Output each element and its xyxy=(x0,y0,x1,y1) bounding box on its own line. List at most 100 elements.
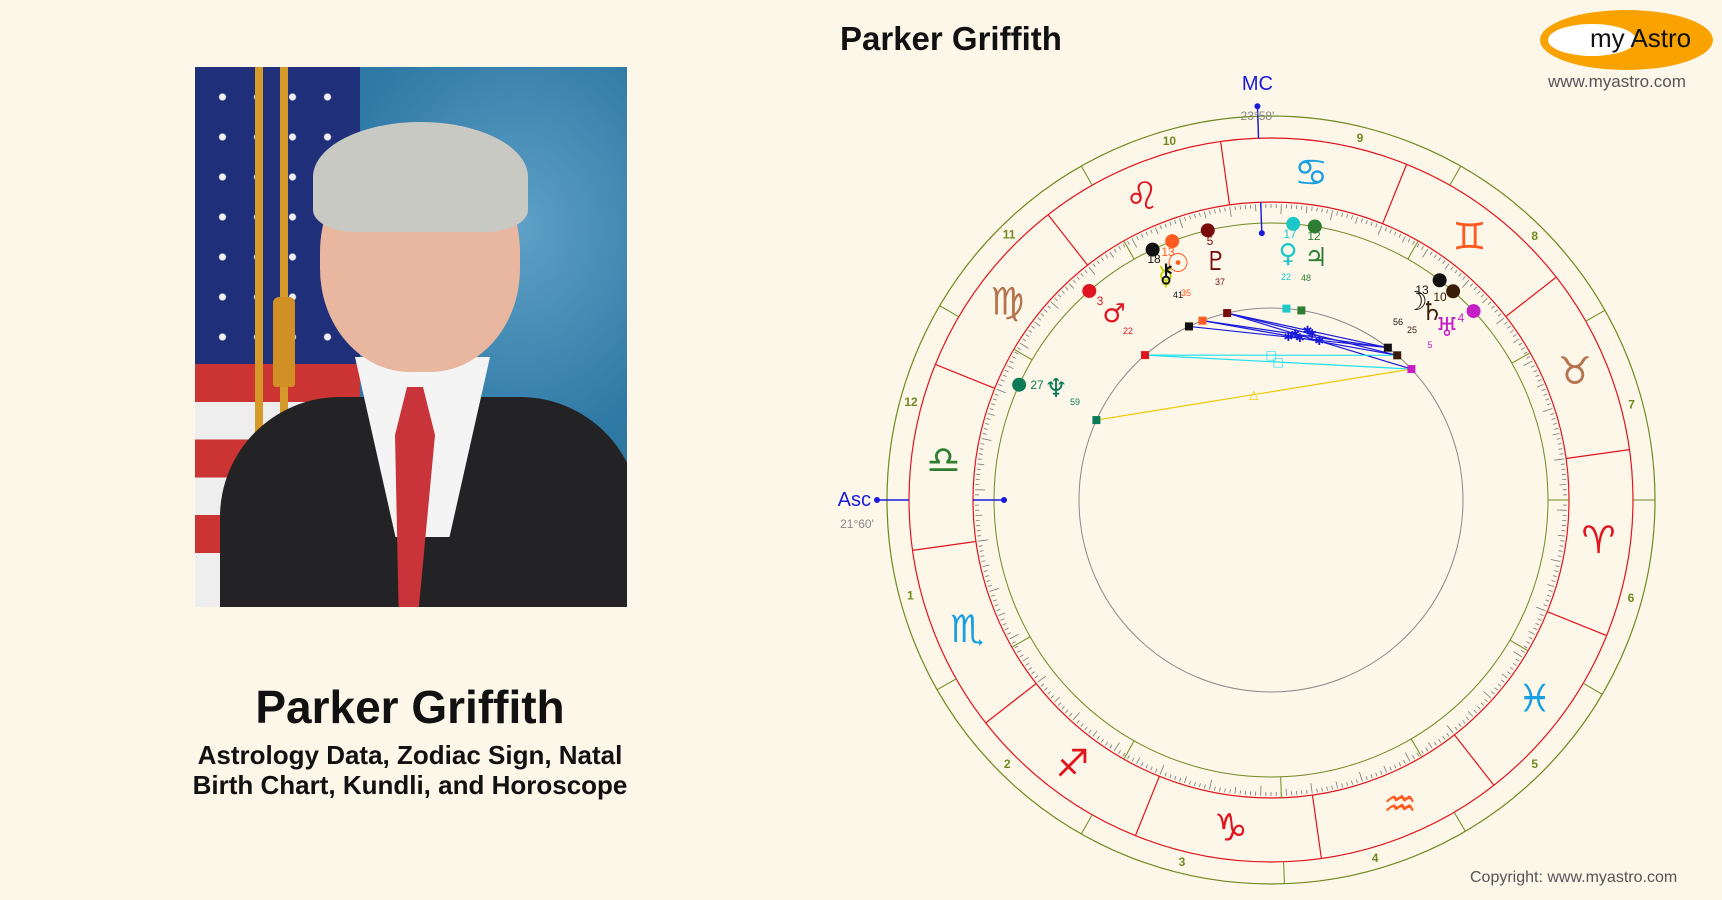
degree-tick xyxy=(998,383,1003,387)
house-cusp-inner xyxy=(1509,639,1529,652)
degree-tick xyxy=(1076,720,1080,724)
degree-tick xyxy=(1011,641,1016,644)
degree-tick xyxy=(1169,221,1172,226)
neptune-marker xyxy=(1012,377,1027,392)
venus-marker xyxy=(1286,216,1301,231)
sign-boundary xyxy=(1566,449,1630,460)
degree-tick xyxy=(1164,772,1167,777)
house-number: 4 xyxy=(1372,851,1379,865)
degree-tick xyxy=(1145,231,1148,236)
saturn-icon: ♄ xyxy=(1420,297,1443,327)
zodiac-libra-icon: ♎ xyxy=(926,438,960,482)
sign-boundary xyxy=(1047,214,1089,266)
pluto-minutes: 37 xyxy=(1215,277,1225,287)
zodiac-capricorn-icon: ♑ xyxy=(1214,806,1248,850)
aspect-sextile-icon: ✱ xyxy=(1283,330,1293,344)
degree-tick xyxy=(1100,257,1104,262)
degree-tick xyxy=(980,555,985,557)
degree-tick xyxy=(1543,604,1548,607)
degree-tick xyxy=(1311,206,1313,211)
mc-axis-line xyxy=(1256,106,1260,139)
degree-tick xyxy=(1164,223,1167,228)
degree-tick xyxy=(1370,221,1373,226)
chiron-degree: 18 xyxy=(1147,252,1161,266)
degree-tick xyxy=(984,423,990,425)
degree-tick xyxy=(1092,730,1098,737)
house-number: 2 xyxy=(1004,757,1011,771)
degree-tick xyxy=(1214,209,1216,214)
house-cusp-line xyxy=(1453,811,1466,832)
degree-tick xyxy=(1416,752,1420,757)
pluto-marker xyxy=(1200,223,1215,238)
zodiac-sagittarius-icon: ♐ xyxy=(1055,742,1089,786)
zodiac-virgo-icon: ♍ xyxy=(990,279,1024,323)
degree-tick xyxy=(1127,755,1130,760)
degree-tick xyxy=(1530,365,1535,368)
degree-tick xyxy=(1535,623,1540,626)
house-number: 11 xyxy=(1003,227,1016,241)
degree-tick xyxy=(1047,305,1051,309)
site-url-link[interactable]: www.myastro.com xyxy=(1548,72,1686,91)
degree-tick xyxy=(1341,783,1343,788)
degree-tick xyxy=(1169,774,1172,779)
degree-tick xyxy=(1022,657,1029,662)
degree-tick xyxy=(1365,775,1368,781)
zodiac-aries-icon: ♈ xyxy=(1582,518,1616,562)
sun-degree: 13 xyxy=(1161,245,1175,259)
degree-tick xyxy=(1533,627,1538,631)
aspect-square-icon: □ xyxy=(1265,348,1276,362)
photo-cord xyxy=(255,67,263,487)
degree-tick xyxy=(1305,206,1308,214)
degree-tick xyxy=(1321,208,1323,213)
degree-tick xyxy=(1229,206,1232,217)
degree-tick xyxy=(994,604,999,607)
degree-tick xyxy=(1421,246,1424,250)
degree-tick xyxy=(1389,229,1392,234)
saturn-aspect-point xyxy=(1393,351,1402,360)
degree-tick xyxy=(1174,219,1177,225)
degree-tick xyxy=(1557,555,1562,557)
myastro-logo[interactable]: my Astro xyxy=(1540,10,1713,70)
degree-tick xyxy=(1140,233,1144,238)
degree-tick xyxy=(1558,448,1563,450)
degree-tick xyxy=(1483,691,1492,699)
house-cusp-line xyxy=(939,305,960,318)
degree-tick xyxy=(1555,565,1560,567)
house-cusp-line xyxy=(1080,165,1093,186)
zodiac-signs: ♈♉♊♋♌♍♎♏♐♑♒♓ xyxy=(912,141,1630,859)
degree-tick xyxy=(984,575,990,577)
sign-boundary xyxy=(1453,734,1495,786)
degree-tick xyxy=(986,580,991,582)
moon-minutes: 56 xyxy=(1393,317,1403,327)
asc-axis-dot xyxy=(874,497,880,503)
degree-ticks xyxy=(975,204,1567,796)
degree-tick xyxy=(1377,225,1383,235)
degree-tick xyxy=(1462,276,1466,280)
degree-tick xyxy=(1326,209,1328,214)
degree-tick xyxy=(1113,248,1117,253)
degree-tick xyxy=(1065,709,1069,714)
degree-tick xyxy=(1536,383,1544,388)
degree-tick xyxy=(1014,645,1019,649)
degree-tick xyxy=(982,433,987,435)
degree-tick xyxy=(1184,216,1187,221)
degree-tick xyxy=(1412,755,1415,760)
degree-tick xyxy=(1559,453,1564,455)
degree-tick xyxy=(1552,575,1558,577)
degree-tick xyxy=(1545,398,1550,401)
jupiter-minutes: 48 xyxy=(1301,273,1311,283)
degree-tick xyxy=(1547,584,1555,587)
degree-tick xyxy=(1523,645,1528,649)
venus-minutes: 22 xyxy=(1281,272,1291,282)
degree-tick xyxy=(1506,325,1511,329)
degree-tick xyxy=(1002,374,1007,377)
aspect-circle xyxy=(1078,307,1464,693)
asc-label: Asc xyxy=(838,489,871,511)
degree-tick xyxy=(1558,550,1563,552)
profile-photo xyxy=(195,67,627,607)
house-number: 12 xyxy=(904,395,918,409)
zodiac-pisces-icon: ♓ xyxy=(1518,677,1552,721)
degree-tick xyxy=(1512,334,1517,338)
degree-tick xyxy=(992,398,997,401)
